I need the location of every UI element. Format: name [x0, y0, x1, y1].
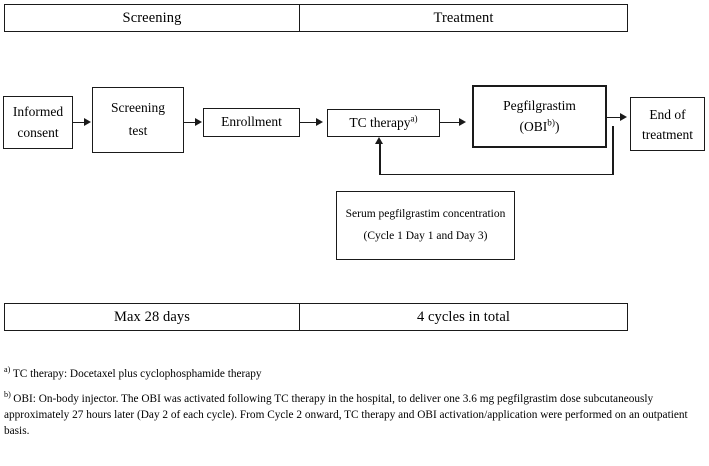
connector-enrollment-to-tc — [300, 121, 316, 124]
arrow-consent-to-screening — [84, 118, 91, 126]
flow-box-serum-concentration: Serum pegfilgrastim concentration (Cycle… — [336, 191, 515, 260]
flow-box-informed-consent: Informed consent — [3, 96, 73, 149]
informed-consent-line1: Informed — [12, 104, 64, 120]
informed-consent-line2: consent — [17, 124, 59, 140]
footnotes-section: a)TC therapy: Docetaxel plus cyclophosph… — [4, 366, 704, 448]
serum-concentration-line1: Serum pegfilgrastim concentration — [345, 207, 506, 220]
footnote-a-marker: a) — [4, 365, 11, 375]
cycle-loop-bottom-segment — [379, 173, 614, 176]
tc-therapy-text: TC therapy — [349, 114, 411, 130]
duration-label-4-cycles: 4 cycles in total — [416, 308, 511, 325]
phase-label-treatment: Treatment — [433, 9, 494, 26]
cycle-loop-right-segment — [612, 126, 614, 175]
top-phase-bar: Screening Treatment — [4, 4, 628, 32]
footnote-a: a)TC therapy: Docetaxel plus cyclophosph… — [4, 366, 704, 382]
arrow-cycle-loop-to-tc-therapy — [375, 137, 384, 144]
end-of-treatment-line2: treatment — [642, 127, 693, 143]
screening-test-line1: Screening — [111, 100, 165, 116]
footnote-b: b)OBI: On-body injector. The OBI was act… — [4, 391, 704, 439]
phase-cell-treatment: Treatment — [299, 5, 627, 31]
arrow-pegfilgrastim-to-end — [620, 113, 627, 121]
flow-box-tc-therapy: TC therapya) — [327, 109, 440, 137]
connector-pegfilgrastim-to-end — [607, 116, 621, 119]
screening-test-line2: test — [128, 123, 148, 139]
flow-box-end-of-treatment: End of treatment — [630, 97, 705, 151]
footnote-b-marker: b) — [4, 390, 11, 400]
duration-cell-treatment: 4 cycles in total — [299, 304, 627, 330]
connector-consent-to-screening — [73, 121, 85, 124]
obi-close-paren: ) — [554, 119, 560, 135]
duration-cell-screening: Max 28 days — [5, 304, 299, 330]
bottom-phase-bar: Max 28 days 4 cycles in total — [4, 303, 628, 331]
footnote-b-text: OBI: On-body injector. The OBI was activ… — [4, 393, 688, 438]
cycle-loop-left-segment — [379, 144, 381, 175]
phase-cell-screening: Screening — [5, 5, 299, 31]
flow-box-enrollment: Enrollment — [203, 108, 300, 137]
connector-tc-to-pegfilgrastim — [440, 121, 459, 124]
serum-concentration-line2: (Cycle 1 Day 1 and Day 3) — [363, 230, 488, 243]
tc-therapy-footnote-marker: a) — [410, 113, 418, 124]
connector-screening-to-enrollment — [184, 121, 196, 124]
tc-therapy-label: TC therapya) — [349, 113, 417, 133]
flow-box-screening-test: Screening test — [92, 87, 184, 153]
flow-box-pegfilgrastim-obi: Pegfilgrastim (OBIb)) — [472, 85, 607, 148]
phase-label-screening: Screening — [122, 9, 182, 26]
obi-text: (OBI — [519, 119, 548, 135]
arrow-enrollment-to-tc — [316, 118, 323, 126]
arrow-screening-to-enrollment — [195, 118, 202, 126]
enrollment-label: Enrollment — [221, 114, 282, 130]
pegfilgrastim-line2: (OBIb)) — [520, 117, 560, 137]
duration-label-max-28-days: Max 28 days — [113, 308, 190, 325]
pegfilgrastim-line1: Pegfilgrastim — [503, 97, 576, 113]
arrow-tc-to-pegfilgrastim — [459, 118, 466, 126]
footnote-a-text: TC therapy: Docetaxel plus cyclophospham… — [12, 368, 262, 380]
obi-footnote-marker: b) — [547, 117, 555, 128]
end-of-treatment-line1: End of — [649, 107, 686, 122]
